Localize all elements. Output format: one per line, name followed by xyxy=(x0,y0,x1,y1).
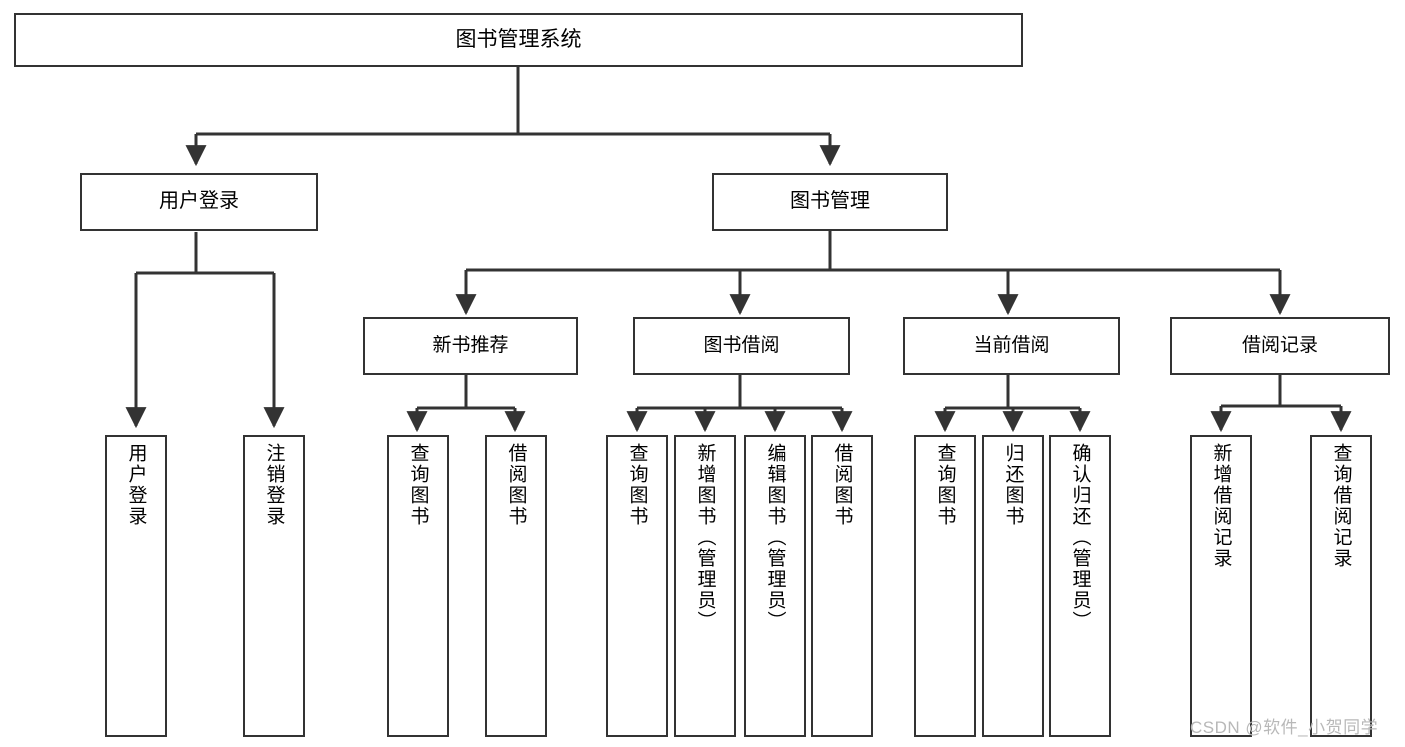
leaf-nb-borrow-book[interactable]: 借阅图书 xyxy=(485,435,547,737)
leaf-br-add-record[interactable]: 新增借阅记录 xyxy=(1190,435,1252,737)
leaf-bb-add-book-label: 新增图书（管理员） xyxy=(694,443,716,632)
leaf-user-login-label: 用户登录 xyxy=(125,443,147,527)
leaf-bb-borrow-book-label: 借阅图书 xyxy=(831,443,853,527)
leaf-br-query-record-label: 查询借阅记录 xyxy=(1330,443,1352,569)
node-new-book-recommend[interactable]: 新书推荐 xyxy=(363,317,578,375)
leaf-bb-query-book[interactable]: 查询图书 xyxy=(606,435,668,737)
leaf-cb-return-book-label: 归还图书 xyxy=(1002,443,1024,527)
leaf-user-login[interactable]: 用户登录 xyxy=(105,435,167,737)
leaf-cb-query-book[interactable]: 查询图书 xyxy=(914,435,976,737)
node-user-login-label: 用户登录 xyxy=(159,190,239,213)
leaf-br-query-record[interactable]: 查询借阅记录 xyxy=(1310,435,1372,737)
node-book-borrow[interactable]: 图书借阅 xyxy=(633,317,850,375)
leaf-cb-query-book-label: 查询图书 xyxy=(934,443,956,527)
leaf-bb-borrow-book[interactable]: 借阅图书 xyxy=(811,435,873,737)
leaf-bb-add-book[interactable]: 新增图书（管理员） xyxy=(674,435,736,737)
node-book-borrow-label: 图书借阅 xyxy=(703,334,780,356)
node-user-login[interactable]: 用户登录 xyxy=(80,173,318,231)
leaf-cb-confirm-return-label: 确认归还（管理员） xyxy=(1069,443,1091,632)
leaf-logout-label: 注销登录 xyxy=(263,443,285,527)
node-current-borrow-label: 当前借阅 xyxy=(973,334,1050,356)
leaf-nb-borrow-book-label: 借阅图书 xyxy=(505,443,527,527)
node-borrow-record[interactable]: 借阅记录 xyxy=(1170,317,1390,375)
leaf-cb-return-book[interactable]: 归还图书 xyxy=(982,435,1044,737)
node-current-borrow[interactable]: 当前借阅 xyxy=(903,317,1120,375)
leaf-bb-edit-book-label: 编辑图书（管理员） xyxy=(764,443,786,632)
leaf-bb-edit-book[interactable]: 编辑图书（管理员） xyxy=(744,435,806,737)
node-borrow-record-label: 借阅记录 xyxy=(1241,334,1318,356)
node-new-book-recommend-label: 新书推荐 xyxy=(432,334,509,356)
node-root[interactable]: 图书管理系统 xyxy=(14,13,1023,67)
leaf-br-add-record-label: 新增借阅记录 xyxy=(1210,443,1232,569)
node-book-manage[interactable]: 图书管理 xyxy=(712,173,948,231)
leaf-nb-query-book[interactable]: 查询图书 xyxy=(387,435,449,737)
leaf-cb-confirm-return[interactable]: 确认归还（管理员） xyxy=(1049,435,1111,737)
leaf-logout[interactable]: 注销登录 xyxy=(243,435,305,737)
leaf-nb-query-book-label: 查询图书 xyxy=(407,443,429,527)
node-book-manage-label: 图书管理 xyxy=(790,190,870,213)
node-root-label: 图书管理系统 xyxy=(455,27,582,51)
leaf-bb-query-book-label: 查询图书 xyxy=(626,443,648,527)
